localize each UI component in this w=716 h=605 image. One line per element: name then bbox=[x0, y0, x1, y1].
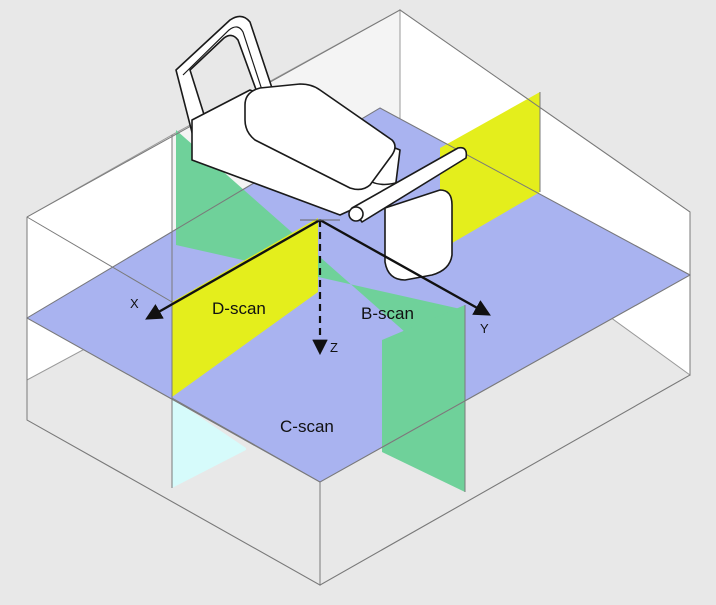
box-edges bbox=[26, 9, 691, 586]
b-scan-plane-lower bbox=[382, 305, 465, 492]
y-axis-label: Y bbox=[480, 321, 489, 336]
device-battery bbox=[244, 83, 396, 191]
device-arm-joint bbox=[348, 206, 364, 222]
box-edge-i bbox=[379, 107, 691, 276]
box-edge-a bbox=[26, 216, 173, 303]
c-scan-label: C-scan bbox=[280, 417, 334, 436]
device-probe-head bbox=[384, 189, 453, 281]
y-axis-arrow bbox=[319, 218, 491, 316]
z-axis-label: Z bbox=[330, 340, 338, 355]
x-axis-label: X bbox=[130, 296, 139, 311]
box-edge-h bbox=[171, 397, 321, 483]
scanner-device bbox=[175, 15, 468, 281]
cyan-lower-face bbox=[172, 398, 246, 488]
x-axis-arrow bbox=[145, 218, 321, 320]
device-probe-arm bbox=[351, 146, 468, 223]
d-scan-label: D-scan bbox=[212, 299, 266, 318]
d-scan-plane-lower bbox=[172, 218, 318, 397]
d-scan-plane-upper bbox=[440, 92, 540, 250]
box-edge-g bbox=[319, 274, 691, 483]
b-scan-label: B-scan bbox=[361, 304, 414, 323]
